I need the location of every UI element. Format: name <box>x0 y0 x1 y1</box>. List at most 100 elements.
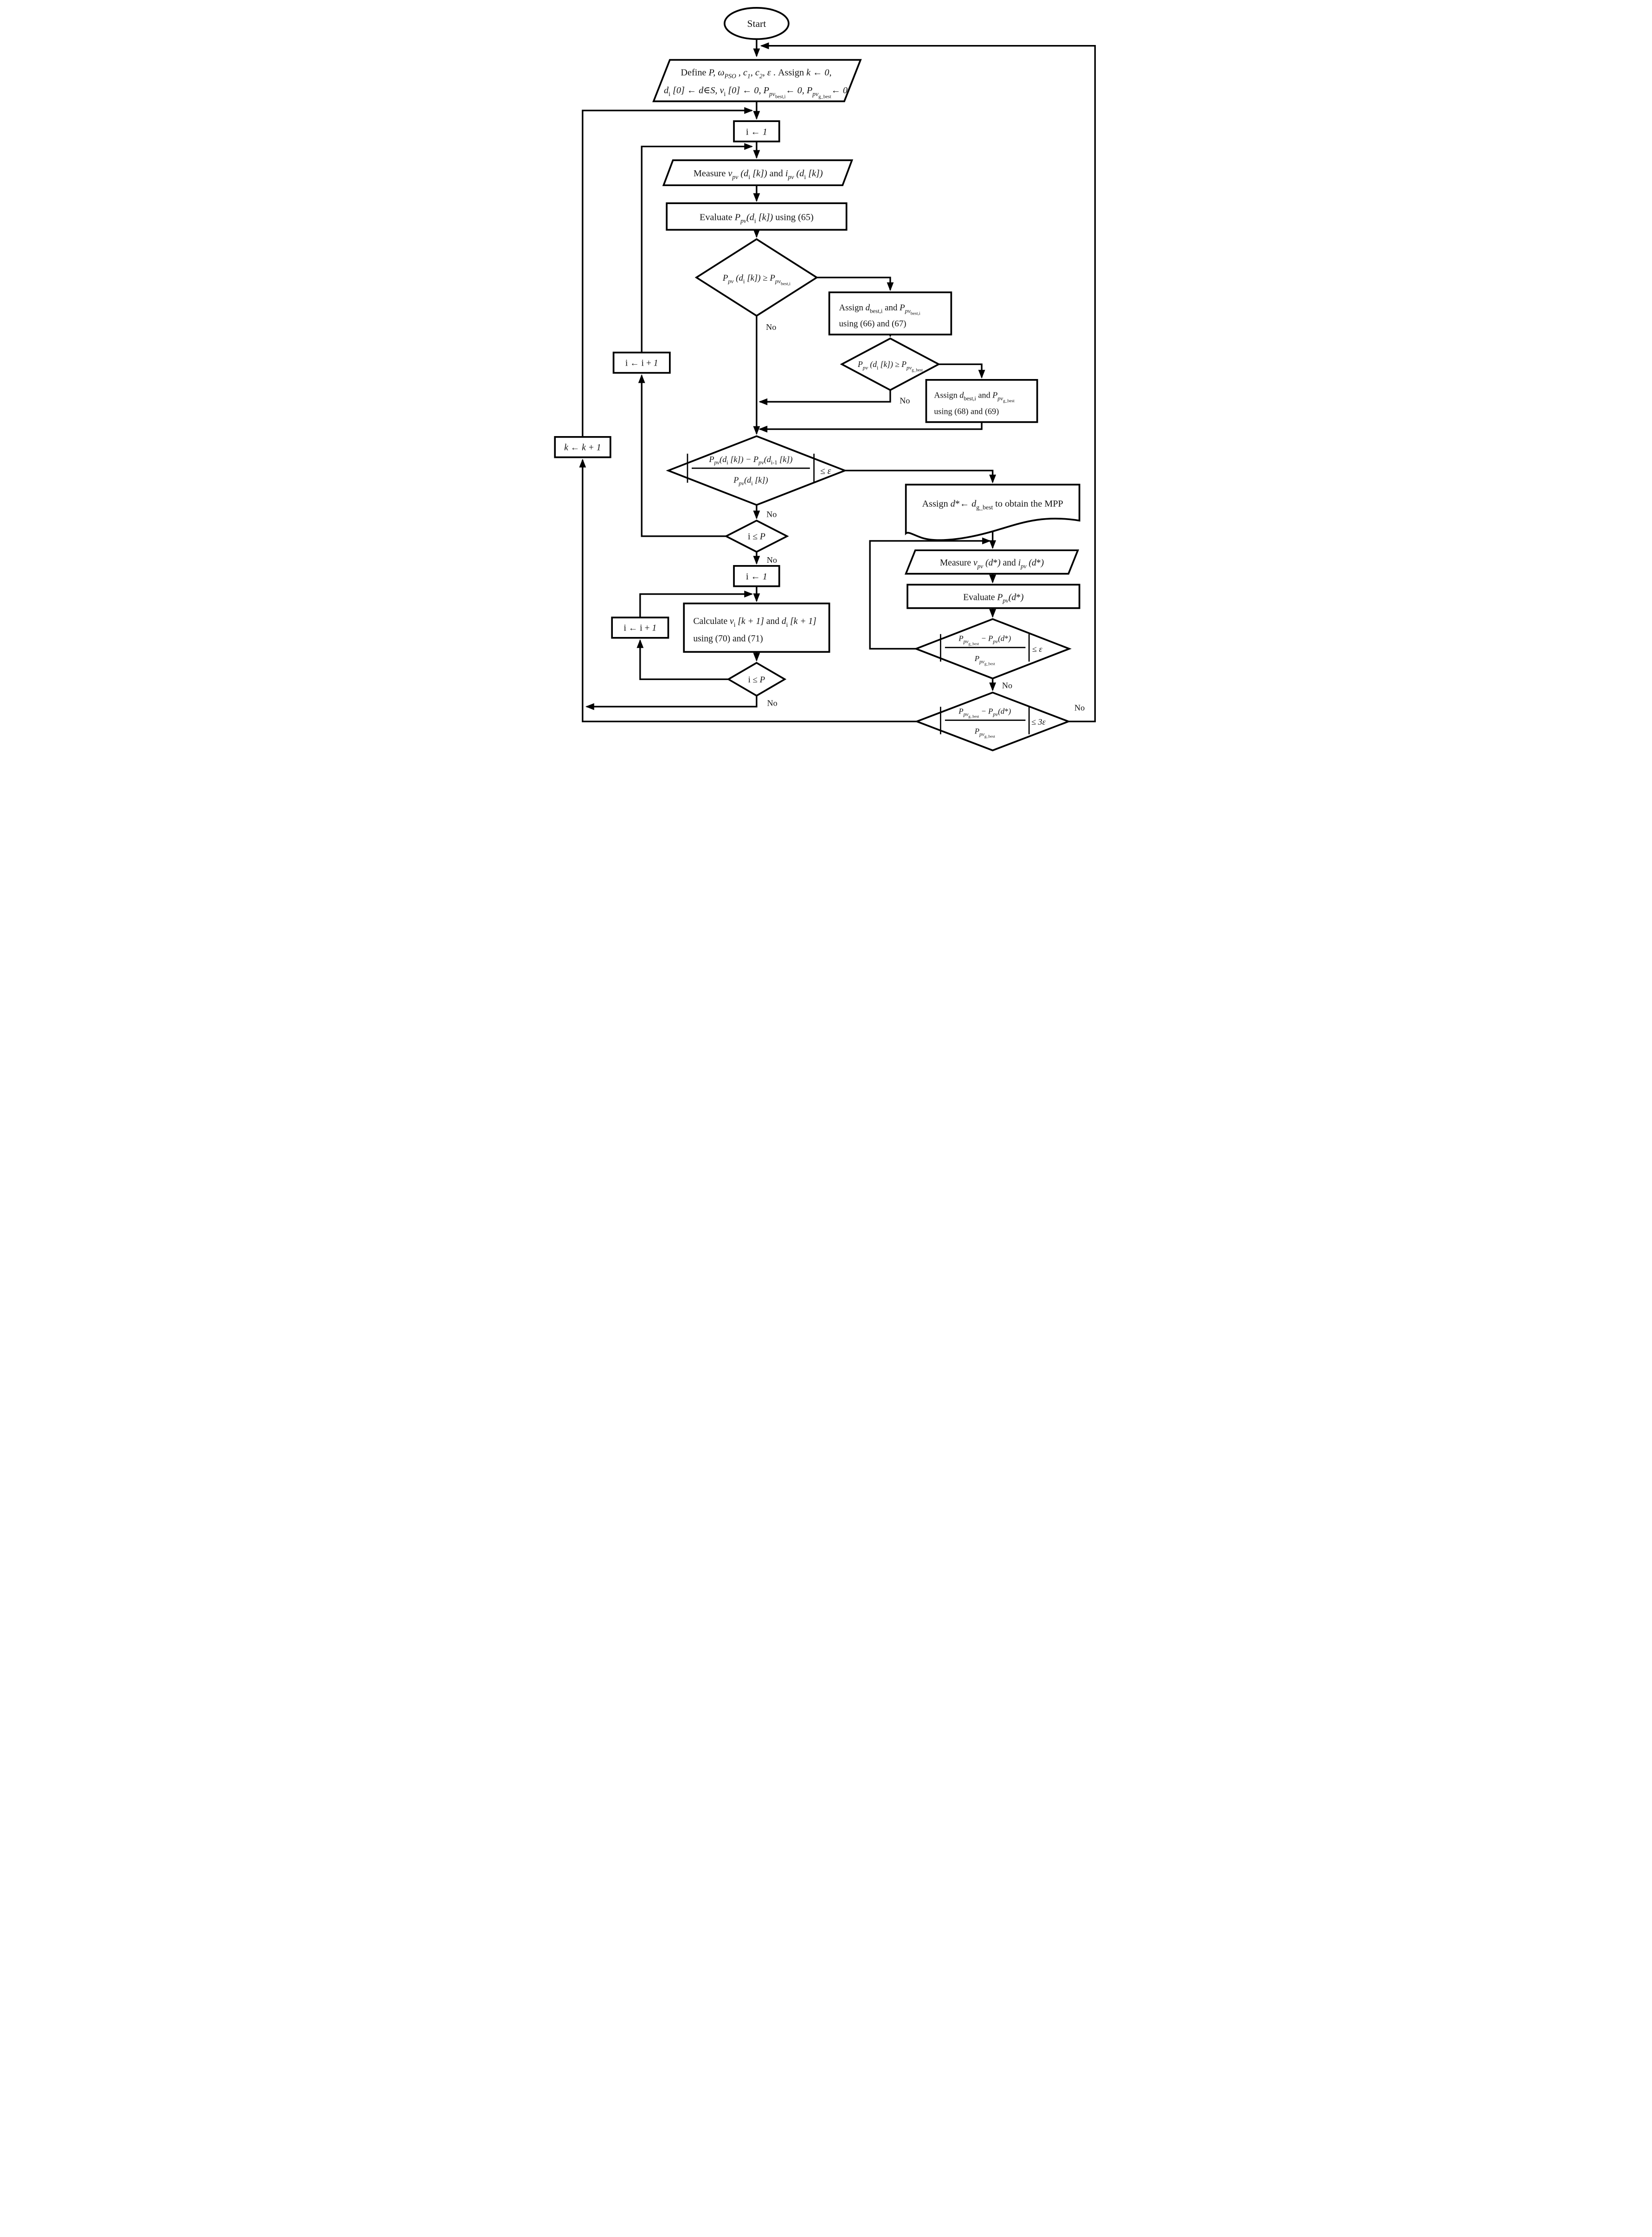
cond-ip-a-node: i ≤ P <box>724 520 789 553</box>
i-increment-a-box <box>612 352 671 374</box>
init-i-node: i ← 1 <box>733 120 780 142</box>
cond-pbest-diamond <box>694 238 818 317</box>
evaluate-k-node: Evaluate Ppv(di [k]) using (65) <box>665 202 847 231</box>
assign-gbest-line1: Assign dbest,i and Ppvg_best <box>934 391 1015 404</box>
cond-ip-a-diamond <box>724 520 789 553</box>
cond-eps-rhs: ≤ ε <box>1032 644 1042 654</box>
cond-converge-rhs: ≤ ε <box>820 467 831 476</box>
measure-k-node: Measure vpv (di [k]) and ipv (di [k]) <box>662 159 853 186</box>
cond-ip-b-node: i ≤ P <box>726 662 786 697</box>
cond-3eps-numerator: Ppvg_best − Ppv(d*) <box>958 707 1011 719</box>
reinit-i-node: i ← 1 <box>733 565 780 587</box>
start-label: Start <box>747 18 766 29</box>
assign-best-line1: Assign dbest,i and Ppvbest,i <box>839 303 920 316</box>
evaluate-k-label: Evaluate Ppv(di [k]) using (65) <box>700 212 814 224</box>
evaluate-k-box <box>665 202 847 231</box>
reinit-i-box <box>733 565 780 587</box>
calculate-line1: Calculate vi [k + 1] and di [k + 1] <box>693 617 816 628</box>
init-i-label: i ← 1 <box>746 127 767 137</box>
edges <box>579 39 1096 722</box>
cond-eps-numerator: Ppvg_best − Ppv(d*) <box>958 634 1011 646</box>
assign-dstar-document <box>905 483 1080 541</box>
edge-iinc-a-feedback <box>641 143 753 353</box>
assign-gbest-line2: using (68) and (69) <box>934 406 999 416</box>
cond-pbest-no-label: No <box>766 322 776 332</box>
cond-3eps-diamond <box>914 691 1071 752</box>
edge-condip2-no-krail <box>585 695 758 710</box>
cond-pbest-label: Ppv (di [k]) ≥ Ppvbest,i <box>722 273 790 287</box>
reinit-i-label: i ← 1 <box>746 572 767 582</box>
cond-3eps-denominator: Ppvg_best <box>974 726 995 739</box>
calculate-line2: using (70) and (71) <box>693 634 763 643</box>
edge-cond1-yes-assignbest <box>816 276 893 291</box>
edge-eps-yes-loop <box>869 537 991 650</box>
define-parallelogram <box>652 59 862 103</box>
define-node: Define P, ωPSO , c1, c2, ε . Assign k ← … <box>652 59 862 103</box>
cond-ip-b-no-label: No <box>767 698 777 707</box>
cond-ip-a-label: i ≤ P <box>747 532 765 542</box>
assign-dstar-label: Assign d*← dg_best to obtain the MPP <box>922 499 1063 511</box>
evaluate-star-node: Evaluate Ppv(d*) <box>906 584 1080 609</box>
define-line2: di [0] ← d∈S, vi [0] ← 0, Ppvbest,i← 0, … <box>664 85 848 100</box>
cond-eps-no-label: No <box>1002 681 1012 690</box>
cond-gbest-label: Ppv (di [k]) ≥ Ppvg_best <box>857 360 923 372</box>
i-increment-b-box <box>611 617 669 639</box>
i-increment-a-label: i ← i + 1 <box>625 359 658 368</box>
cond-converge-numerator: Ppv(di [k]) − Ppv(di-1 [k]) <box>708 455 792 466</box>
edge-iinc-b-feedback <box>639 591 753 618</box>
assign-dstar-node: Assign d*← dg_best to obtain the MPP <box>905 483 1080 541</box>
cond-converge-denominator: Ppv(di [k]) <box>733 476 768 487</box>
cond-ip-a-no-label: No <box>766 555 777 565</box>
cond-3eps-node: Ppvg_best − Ppv(d*) Ppvg_best ≤ 3ε <box>914 691 1071 752</box>
cond-gbest-node: Ppv (di [k]) ≥ Ppvg_best <box>840 337 940 391</box>
flowchart-page: Start Define P, ωPSO , c1, c2, ε . Assig… <box>547 0 1105 754</box>
k-increment-label: k ← k + 1 <box>564 443 601 453</box>
edge-cond2-no-merge <box>758 390 891 405</box>
cond-converge-no-label: No <box>766 510 777 519</box>
evaluate-star-label: Evaluate Ppv(d*) <box>963 592 1023 604</box>
start-ellipse <box>723 6 790 40</box>
define-line1: Define P, ωPSO , c1, c2, ε . Assign k ← … <box>681 67 831 79</box>
cond-converge-diamond <box>665 435 847 506</box>
cond-eps-diamond <box>913 618 1072 680</box>
cond-3eps-rhs: ≤ 3ε <box>1031 717 1046 726</box>
edge-cond3-yes-doc <box>844 469 996 483</box>
cond-eps-denominator: Ppvg_best <box>974 654 995 666</box>
cond-pbest-node: Ppv (di [k]) ≥ Ppvbest,i <box>694 238 818 317</box>
edge-assigngbest-merge <box>758 422 983 433</box>
cond-3eps-no-label: No <box>1074 703 1084 713</box>
edge-3eps-yes-kinc <box>579 458 917 722</box>
cond-gbest-diamond <box>840 337 940 391</box>
cond-ip-b-label: i ≤ P <box>748 675 765 685</box>
k-increment-box <box>553 436 611 458</box>
i-increment-b-node: i ← i + 1 <box>611 617 669 639</box>
measure-star-node: Measure vpv (d*) and ipv (d*) <box>904 549 1079 575</box>
measure-star-label: Measure vpv (d*) and ipv (d*) <box>939 558 1043 570</box>
start-node: Start <box>723 6 790 40</box>
i-increment-a-node: i ← i + 1 <box>612 352 671 374</box>
assign-gbest-box <box>925 379 1038 423</box>
init-i-box <box>733 120 780 142</box>
cond-gbest-no-label: No <box>900 396 910 405</box>
edge-kinc-feedback <box>581 107 753 437</box>
cond-eps-node: Ppvg_best − Ppv(d*) Ppvg_best ≤ ε <box>913 618 1072 680</box>
cond-ip-b-diamond <box>726 662 786 697</box>
assign-best-box <box>828 291 952 335</box>
cond-converge-node: Ppv(di [k]) − Ppv(di-1 [k]) Ppv(di [k]) … <box>665 435 847 506</box>
assign-best-node: Assign dbest,i and Ppvbest,i using (66) … <box>828 291 952 335</box>
calculate-box <box>682 602 830 653</box>
edge-3eps-no-top-feedback <box>760 42 1096 722</box>
edge-condip2-yes-iinc-b <box>636 639 728 680</box>
measure-k-label: Measure vpv (di [k]) and ipv (di [k]) <box>693 168 823 180</box>
edge-cond2-yes-assigngbest <box>938 363 985 379</box>
assign-best-line2: using (66) and (67) <box>839 319 906 329</box>
k-increment-node: k ← k + 1 <box>553 436 611 458</box>
i-increment-b-label: i ← i + 1 <box>624 624 656 633</box>
assign-gbest-node: Assign dbest,i and Ppvg_best using (68) … <box>925 379 1038 423</box>
pso-mppt-flowchart: Start Define P, ωPSO , c1, c2, ε . Assig… <box>547 0 1105 754</box>
edge-condip1-yes-iinc-a <box>638 374 726 537</box>
calculate-node: Calculate vi [k + 1] and di [k + 1] usin… <box>682 602 830 653</box>
measure-k-parallelogram <box>662 159 853 186</box>
measure-star-parallelogram <box>904 549 1079 575</box>
evaluate-star-box <box>906 584 1080 609</box>
